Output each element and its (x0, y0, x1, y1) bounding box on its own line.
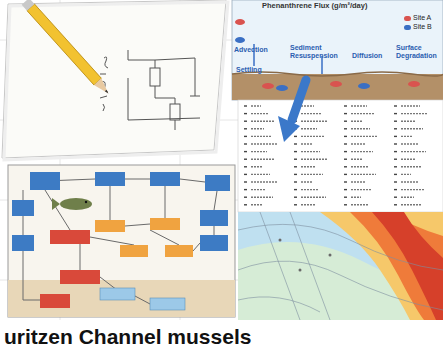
caption: uritzen Channel mussels (4, 325, 251, 348)
flux-panel (232, 0, 443, 100)
legend-item: Site A (404, 14, 431, 22)
data-table (238, 100, 443, 212)
caption-band (0, 320, 443, 356)
process-label: Diffusion (352, 52, 382, 60)
pointer-arrow (278, 80, 306, 142)
grid-background (0, 0, 443, 320)
process-label: Surface Degradation (396, 44, 440, 59)
legend-swatch (404, 16, 411, 21)
process-label: Settling (236, 66, 262, 74)
contour-map (238, 212, 443, 320)
process-label: Advection (234, 46, 268, 54)
legend-text: Site A (413, 14, 431, 21)
legend-text: Site B (413, 23, 432, 30)
conceptual-model (8, 165, 235, 317)
panel-title: Phenanthrene Flux (g/m²/day) (262, 2, 367, 10)
process-label: Sediment Resuspension (290, 44, 336, 59)
sketch-paper (2, 0, 228, 160)
legend-item: Site B (404, 23, 432, 31)
legend-swatch (404, 25, 411, 30)
